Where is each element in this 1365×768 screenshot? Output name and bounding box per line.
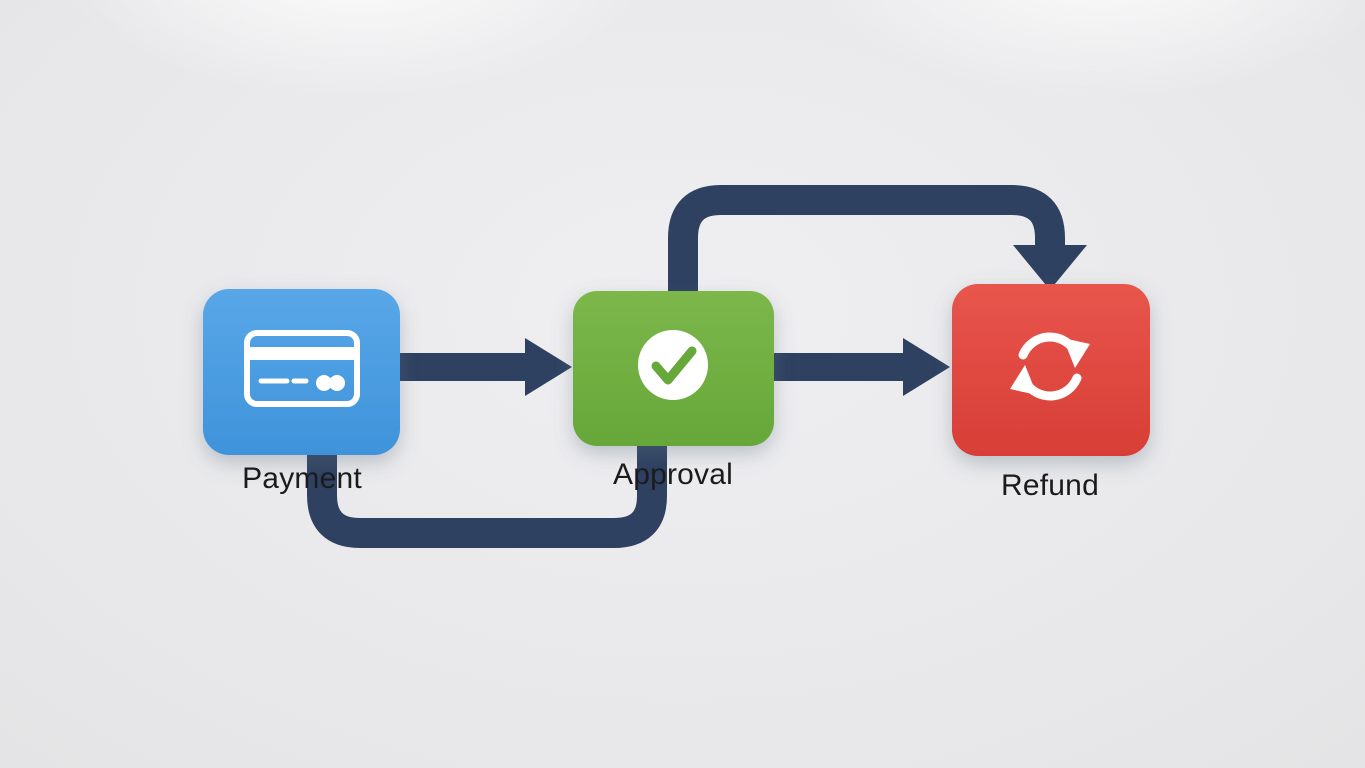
edge-approval-to-payment-bottom-loop: [307, 428, 667, 548]
labels-layer: Payment Approval Refund: [242, 458, 1099, 502]
node-label-payment: Payment: [242, 462, 362, 495]
arrowhead-down-icon: [1013, 245, 1087, 290]
arrowhead-right-icon: [525, 338, 572, 396]
icons-layer: [244, 330, 1090, 407]
node-label-approval: Approval: [613, 458, 733, 491]
node-label-refund: Refund: [1001, 469, 1099, 502]
node-payment: [203, 289, 400, 455]
check-icon: [638, 330, 708, 400]
arrowhead-right-icon: [903, 338, 950, 396]
edge-shaft: [668, 185, 1065, 315]
edges-layer: [307, 185, 1087, 548]
edge-approval-to-refund: [772, 338, 950, 396]
credit-card-icon: [244, 330, 360, 407]
edge-payment-to-approval: [398, 338, 572, 396]
node-refund: [952, 284, 1150, 456]
edge-approval-to-refund-top-loop: [668, 185, 1087, 315]
refresh-icon: [1010, 332, 1090, 401]
edge-shaft: [307, 428, 667, 548]
